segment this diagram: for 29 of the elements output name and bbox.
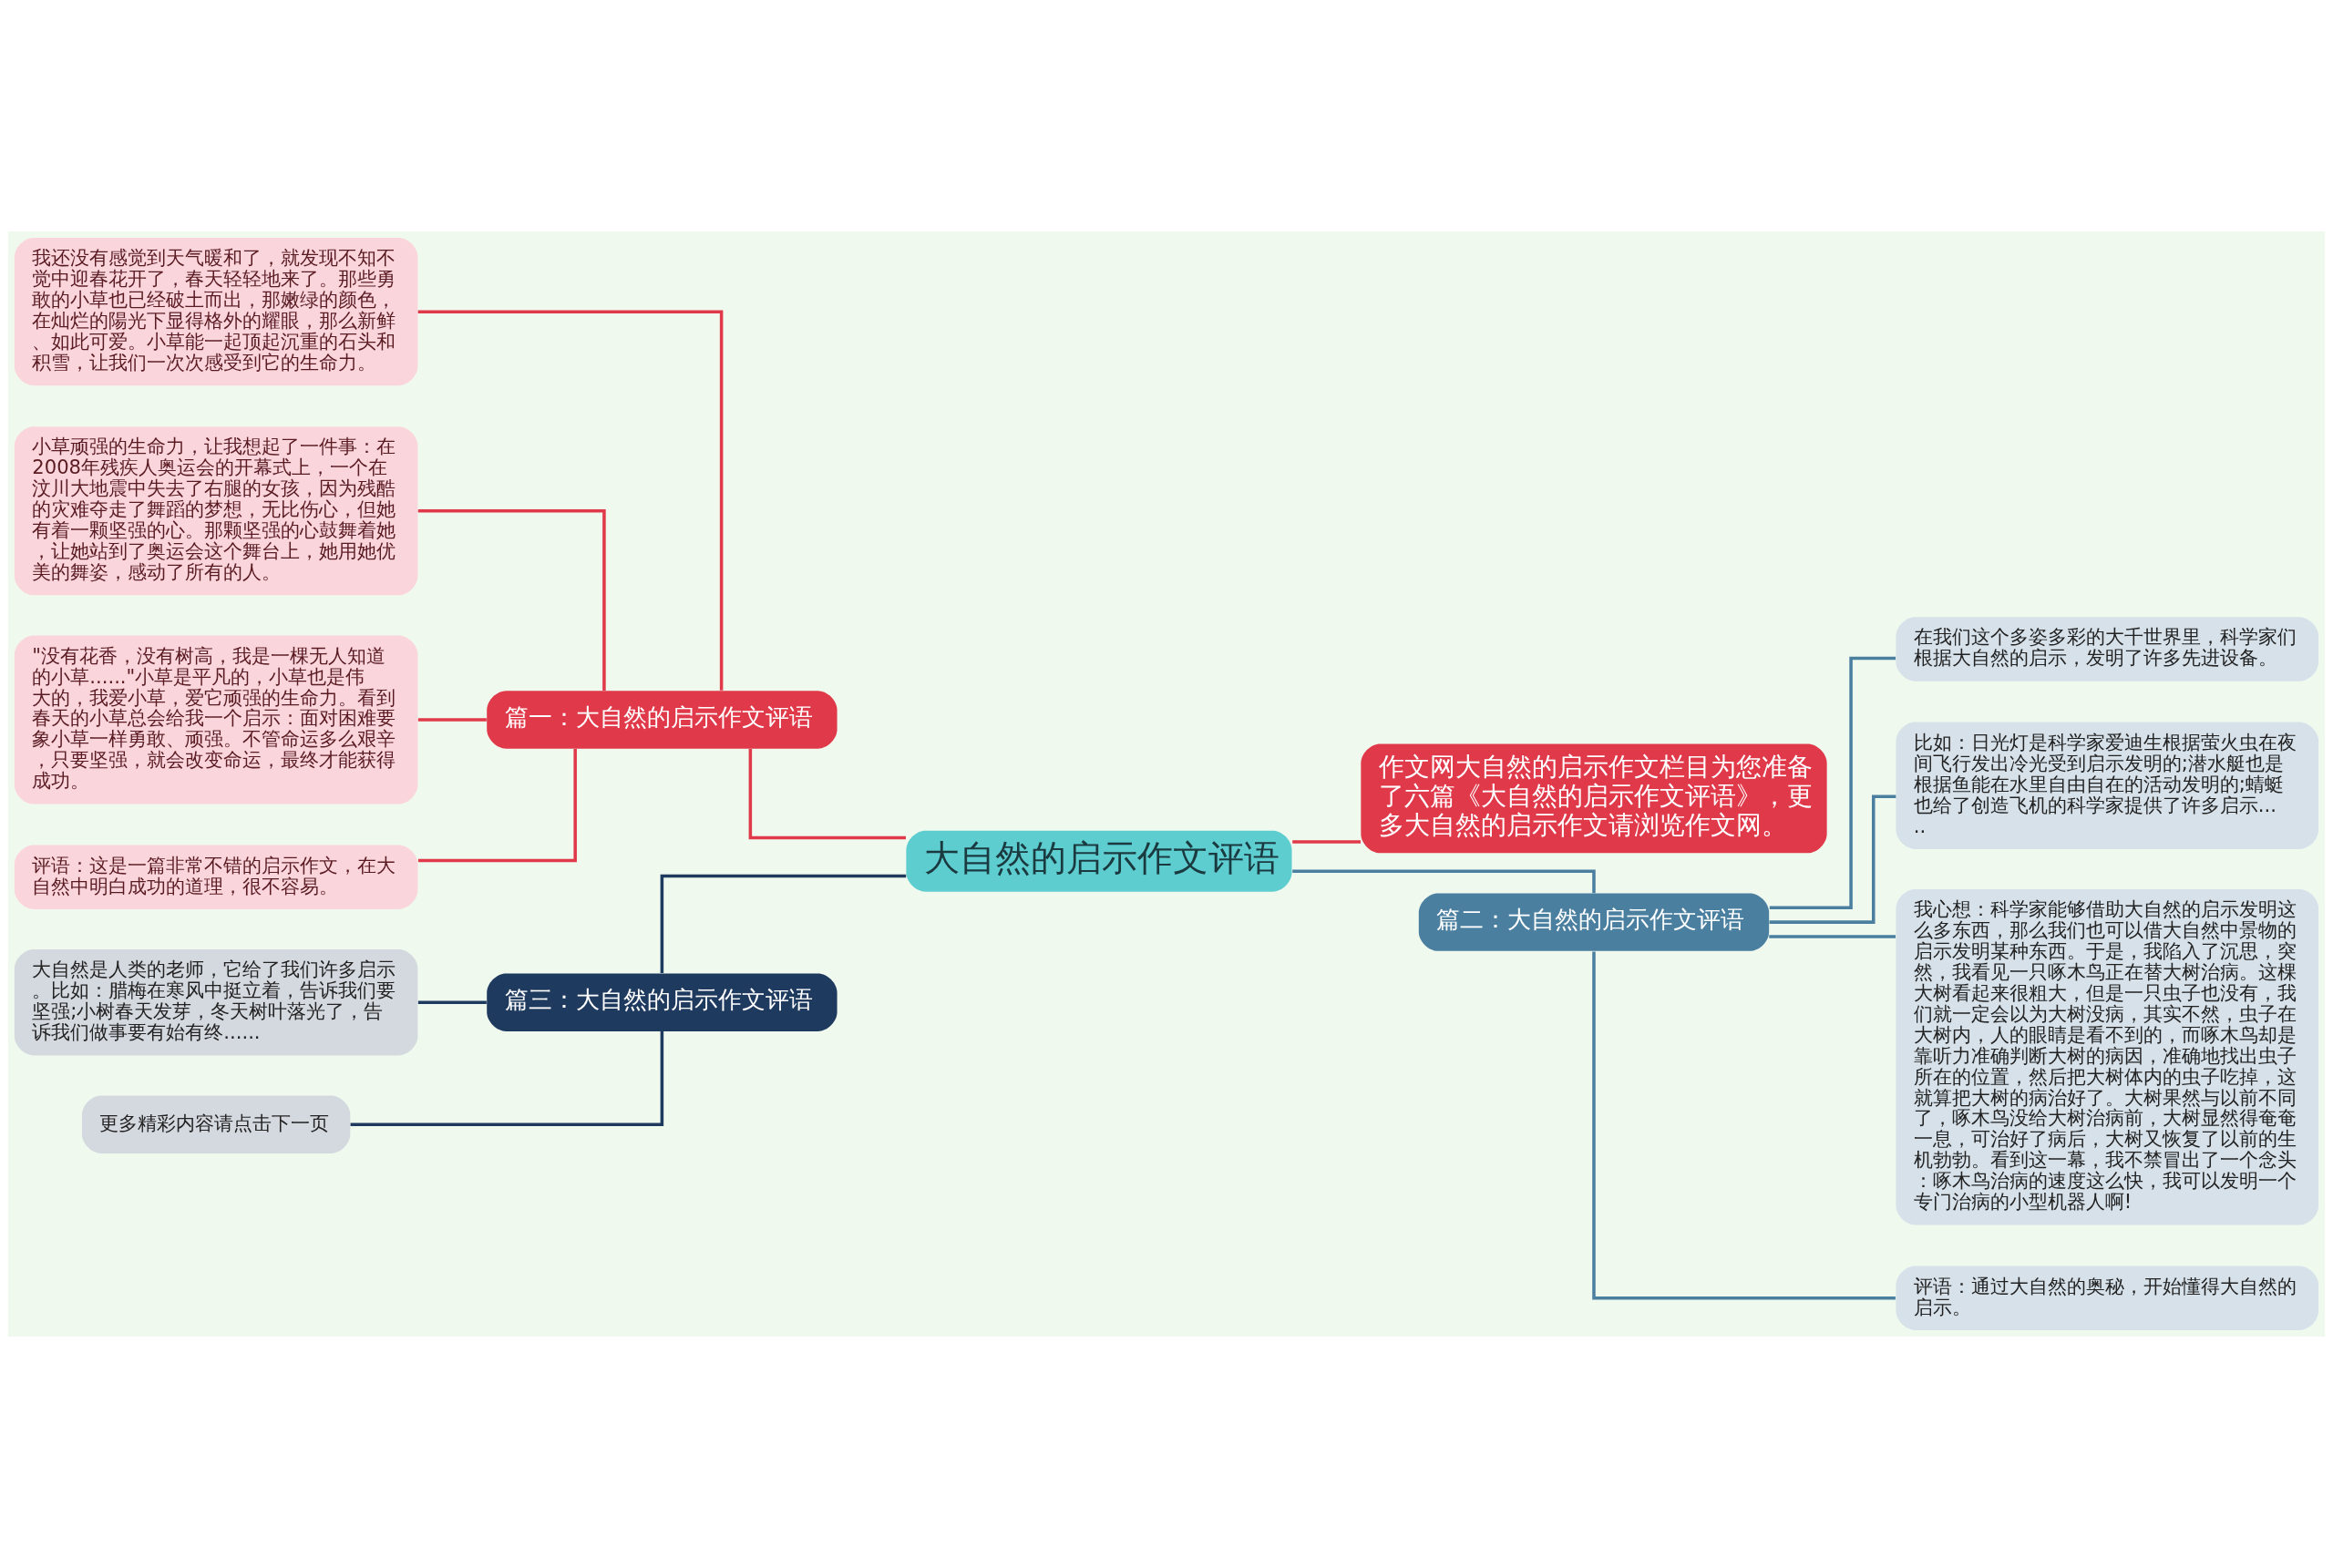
node-box: 大自然的启示作文评语 — [906, 830, 1292, 892]
connector — [417, 718, 487, 722]
node-box: 作文网大自然的启示作文栏目为您准备了六篇《大自然的启示作文评语》，更多大自然的启示作文请浏览作文网。 — [1361, 743, 1827, 854]
connector — [1769, 794, 1896, 924]
node-box: 小草顽强的生命力，让我想起了一件事：在2008年残疾人奥运会的开幕式上，一个在汶川大地震中失去了右腿的女孩，因为残酷的灾难夺走了舞蹈的梦想，无比伤心，但她有着一颗坚强的心。那颗坚强的心鼓舞着她，让她站到了奥运会这个舞台上，她用她优美的舞姿，感动了所有的人。 — [14, 426, 418, 596]
node-box: 更多精彩内容请点击下一页 — [81, 1095, 351, 1153]
node-box: "没有花香，没有树高，我是一棵无人知道的小草......"小草是平凡的，小草也是伟大的，我爱小草，爱它顽强的生命力。看到春天的小草总会给我一个启示：面对困难要象小草一样勇敢、顽强。不管命运多么艰辛，只要坚强，就会改变命运，最终才能获得成功。 — [14, 635, 418, 804]
node-box: 篇二：大自然的启示作文评语 — [1418, 893, 1770, 951]
connector — [350, 1031, 664, 1127]
connector — [1769, 935, 1896, 938]
node-box: 评语：通过大自然的奥秘，开始懂得大自然的启示。 — [1896, 1266, 2319, 1330]
node-box: 篇一：大自然的启示作文评语 — [487, 691, 838, 749]
node-box: 我还没有感觉到天气暖和了，就发现不知不觉中迎春花开了，春天轻轻地来了。那些勇敢的小草也已经破土而出，那嫩绿的颜色，在灿烂的陽光下显得格外的耀眼，那么新鲜、如此可爱。小草能一起顶起沉重的石头和积雪，让我们一次次感受到它的生命力。 — [14, 238, 418, 386]
connector — [417, 509, 606, 692]
connector — [660, 874, 907, 974]
node-box: 评语：这是一篇非常不错的启示作文，在大自然中明白成功的道理，很不容易。 — [14, 845, 418, 909]
connector — [748, 749, 906, 840]
connector — [1292, 869, 1596, 894]
node-box: 大自然是人类的老师，它给了我们许多启示。比如：腊梅在寒风中挺立着，告诉我们要坚强;小树春天发芽，冬天树叶落光了，告诉我们做事要有始有终...... — [14, 949, 418, 1056]
connector — [417, 749, 577, 863]
connector — [1592, 951, 1896, 1300]
node-box: 篇三：大自然的启示作文评语 — [487, 973, 838, 1031]
connector — [417, 1000, 487, 1005]
connector — [1292, 840, 1362, 844]
connector — [1769, 656, 1896, 910]
node-box: 比如：日光灯是科学家爱迪生根据萤火虫在夜间飞行发出冷光受到启示发明的;潜水艇也是根据鱼能在水里自由自在的活动发明的;蜻蜓也给了创造飞机的科学家提供了许多启示..... — [1896, 722, 2319, 849]
connector — [417, 310, 724, 691]
node-box: 在我们这个多姿多彩的大千世界里，科学家们根据大自然的启示，发明了许多先进设备。 — [1896, 617, 2319, 682]
node-box: 我心想：科学家能够借助大自然的启示发明这么多东西，那么我们也可以借大自然中景物的启示发明某种东西。于是，我陷入了沉思，突然，我看见一只啄木鸟正在替大树治病。这棵大树看起来很粗大，但是一只虫子也没有，我们就一定会以为大树没病，其实不然，虫子在大树内，人的眼睛是看不到的，而啄木鸟却是靠听力准确判断大树的病因，准确地找出虫子所在的位置，然后把大树体内的虫子吃掉，这就算把大树的病治好了。大树果然与以前不同了，啄木鸟没给大树治病前，大树显然得奄奄一息，可治好了病后，大树又恢复了以前的生机勃勃。看到这一幕，我不禁冒出了一个念头：啄木鸟治病的速度这么快，我可以发明一个专门治病的小型机器人啊! — [1896, 889, 2319, 1225]
